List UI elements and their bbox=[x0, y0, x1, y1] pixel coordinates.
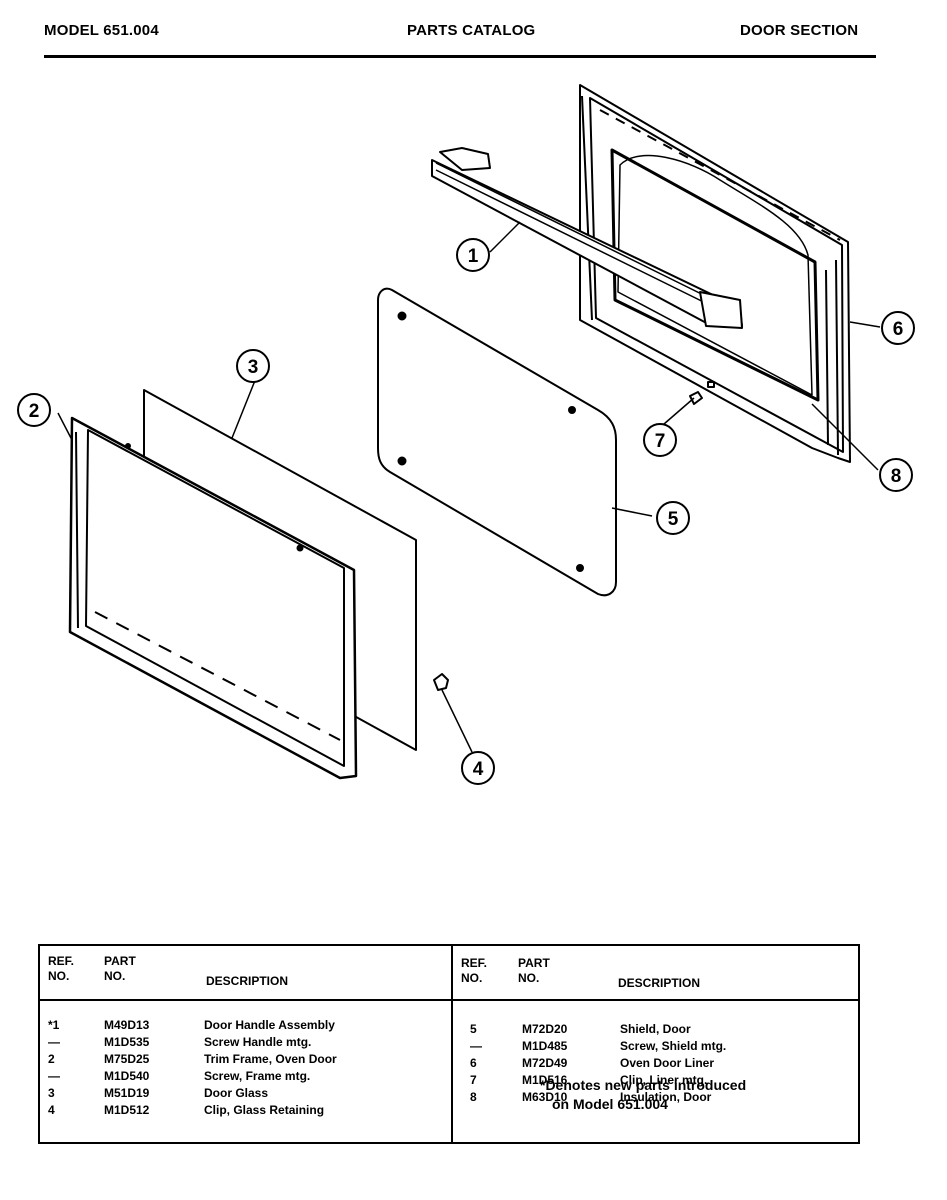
callout-4: 4 bbox=[473, 759, 484, 780]
row-ref: 5 bbox=[470, 1022, 477, 1036]
row-ref: *1 bbox=[48, 1018, 60, 1032]
header-rule bbox=[44, 55, 876, 58]
row-part: M1D535 bbox=[104, 1035, 150, 1049]
row-part: M1D512 bbox=[104, 1103, 150, 1117]
row-desc: Door Handle Assembly bbox=[204, 1018, 335, 1032]
row-ref: 2 bbox=[48, 1052, 55, 1066]
row-ref: 8 bbox=[470, 1090, 477, 1104]
liner-clip bbox=[689, 391, 703, 405]
header-part-right: PART NO. bbox=[518, 956, 550, 986]
row-desc: Shield, Door bbox=[620, 1022, 691, 1036]
oven-door-liner bbox=[579, 84, 851, 463]
row-ref: 6 bbox=[470, 1056, 477, 1070]
row-part: M1D540 bbox=[104, 1069, 150, 1083]
note-line-1: *Denotes new parts introduced bbox=[540, 1077, 747, 1093]
header-part-right-line2: NO. bbox=[518, 971, 540, 985]
row-ref: — bbox=[470, 1039, 482, 1053]
row-ref: — bbox=[48, 1069, 60, 1083]
row-ref: 4 bbox=[48, 1103, 55, 1117]
header-ref-line2: NO. bbox=[48, 969, 70, 983]
header-description: DESCRIPTION bbox=[206, 974, 289, 988]
row-desc: Trim Frame, Oven Door bbox=[204, 1052, 337, 1066]
row-part: M75D25 bbox=[104, 1052, 150, 1066]
parts-table: REF. NO. PART NO. DESCRIPTION REF. NO. P… bbox=[38, 944, 860, 1144]
callout-2: 2 bbox=[29, 401, 40, 422]
header-ref-line1: REF. bbox=[48, 954, 75, 968]
row-desc: Screw, Shield mtg. bbox=[620, 1039, 727, 1053]
row-part: M1D485 bbox=[522, 1039, 568, 1053]
table-column-divider bbox=[451, 946, 453, 1142]
row-ref: — bbox=[48, 1035, 60, 1049]
header-part: PART NO. bbox=[104, 954, 136, 984]
section-title: DOOR SECTION bbox=[740, 22, 859, 39]
header-part-line1: PART bbox=[104, 954, 136, 968]
row-desc: Clip, Liner mtg. bbox=[620, 1073, 708, 1087]
callout-3: 3 bbox=[248, 357, 259, 378]
row-desc: Screw Handle mtg. bbox=[204, 1035, 312, 1049]
callout-7: 7 bbox=[655, 431, 666, 452]
row-part: M1D516 bbox=[522, 1073, 568, 1087]
row-part: M49D13 bbox=[104, 1018, 150, 1032]
header-part-right-line1: PART bbox=[518, 956, 550, 970]
row-desc: Screw, Frame mtg. bbox=[204, 1069, 311, 1083]
exploded-door-diagram: 1 2 3 4 5 6 7 8 bbox=[17, 84, 915, 785]
row-part: M63D10 bbox=[522, 1090, 568, 1104]
catalog-title: PARTS CATALOG bbox=[407, 22, 536, 39]
door-shield bbox=[377, 287, 617, 597]
callout-8: 8 bbox=[891, 466, 902, 487]
row-desc: Insulation, Door bbox=[620, 1090, 712, 1104]
row-ref: 3 bbox=[48, 1086, 55, 1100]
header-part-line2: NO. bbox=[104, 969, 126, 983]
row-desc: Oven Door Liner bbox=[620, 1056, 715, 1070]
row-part: M72D20 bbox=[522, 1022, 568, 1036]
callout-1: 1 bbox=[468, 246, 479, 267]
door-handle-assembly bbox=[431, 147, 743, 329]
row-part: M72D49 bbox=[522, 1056, 568, 1070]
row-desc: Door Glass bbox=[204, 1086, 269, 1100]
glass-clip bbox=[433, 673, 449, 691]
header-ref-right-line1: REF. bbox=[461, 956, 488, 970]
trim-frame bbox=[68, 416, 358, 780]
header-ref-right: REF. NO. bbox=[461, 956, 487, 986]
header-ref: REF. NO. bbox=[48, 954, 74, 984]
row-ref: 7 bbox=[470, 1073, 477, 1087]
model-number: MODEL 651.004 bbox=[44, 22, 159, 39]
callout-5: 5 bbox=[668, 509, 679, 530]
header-description-right: DESCRIPTION bbox=[618, 976, 701, 990]
row-part: M51D19 bbox=[104, 1086, 150, 1100]
new-parts-note: *Denotes new parts introduced on Model 6… bbox=[540, 1076, 746, 1114]
header-ref-right-line2: NO. bbox=[461, 971, 483, 985]
table-header-rule bbox=[40, 999, 858, 1001]
callout-6: 6 bbox=[893, 319, 904, 340]
note-line-2: on Model 651.004 bbox=[552, 1096, 668, 1112]
row-desc: Clip, Glass Retaining bbox=[204, 1103, 325, 1117]
